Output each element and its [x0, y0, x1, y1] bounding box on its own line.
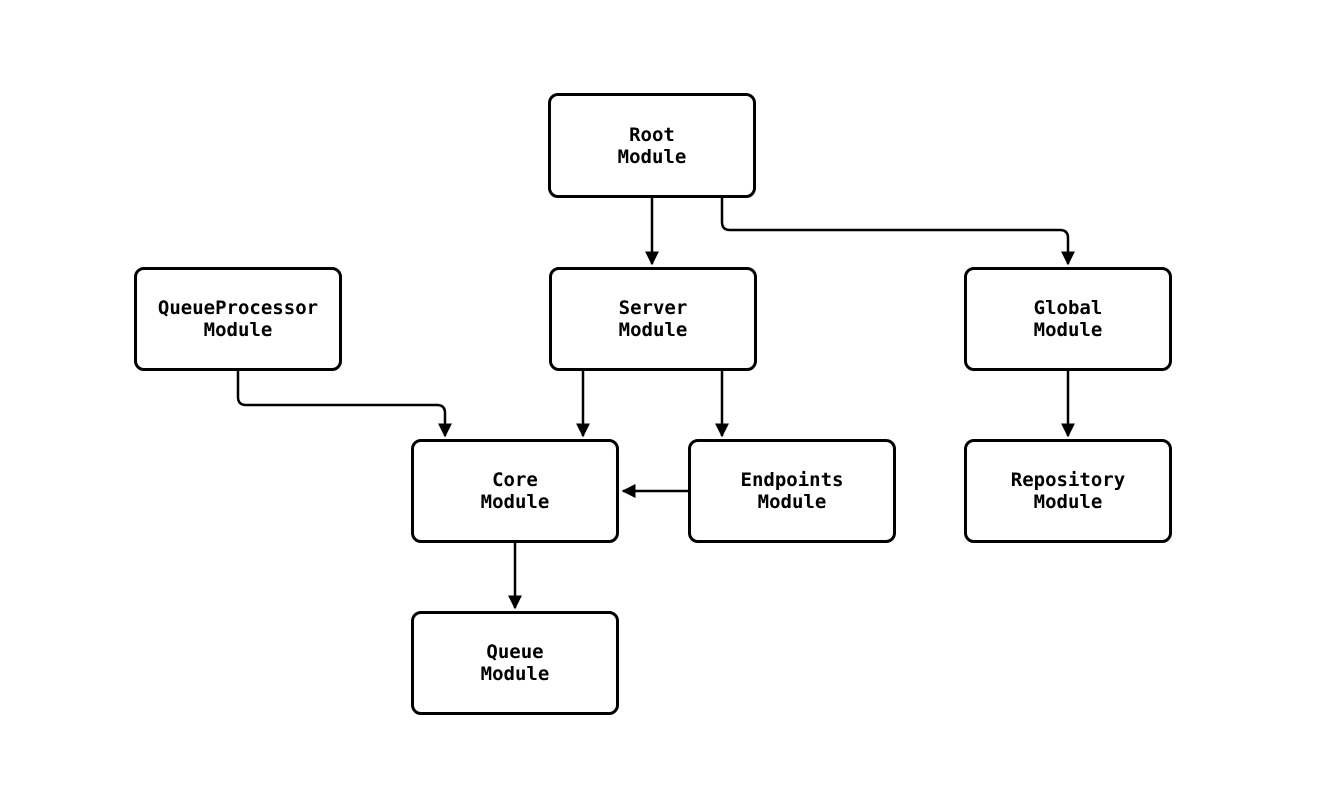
node-global-module: Global Module — [964, 267, 1172, 371]
node-label: Endpoints Module — [740, 469, 844, 513]
node-queueprocessor-module: QueueProcessor Module — [134, 267, 342, 371]
edge-queueprocessor-to-core — [236, 371, 452, 438]
node-repository-module: Repository Module — [964, 439, 1172, 543]
node-label: Repository Module — [1010, 469, 1126, 513]
node-endpoints-module: Endpoints Module — [688, 439, 896, 543]
node-label: Queue Module — [480, 641, 550, 685]
node-server-module: Server Module — [549, 267, 757, 371]
node-label: Core Module — [480, 469, 550, 513]
node-label: QueueProcessor Module — [157, 297, 319, 341]
node-core-module: Core Module — [411, 439, 619, 543]
edge-root-to-global — [720, 198, 1075, 266]
node-root-module: Root Module — [548, 93, 756, 198]
node-label: Root Module — [617, 123, 687, 168]
node-label: Global Module — [1033, 297, 1103, 341]
node-queue-module: Queue Module — [411, 611, 619, 715]
node-label: Server Module — [618, 297, 688, 341]
